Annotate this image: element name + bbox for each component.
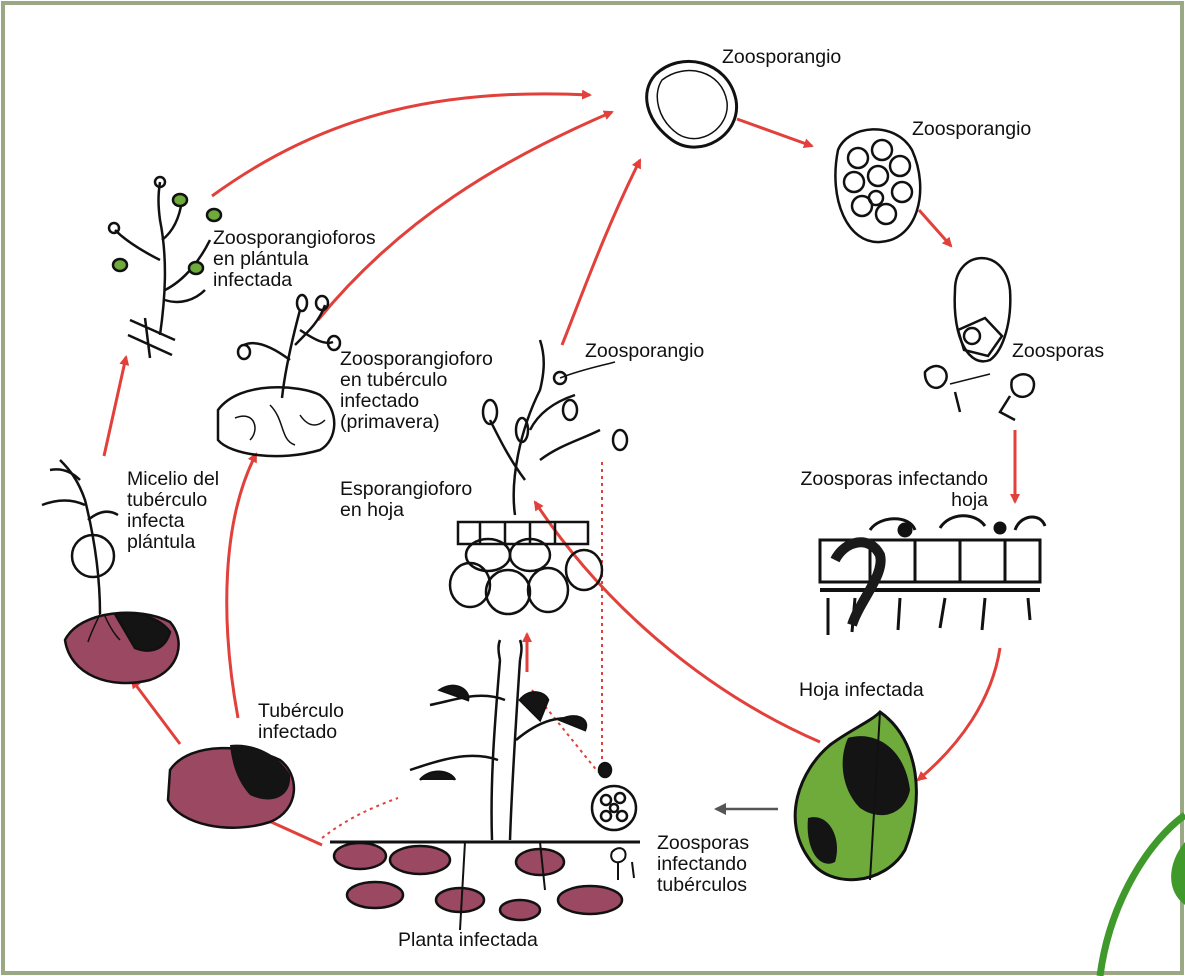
zoosporangio-release-drawing [923, 256, 1036, 422]
label-zoosporas: Zoosporas [1012, 340, 1105, 362]
corner-accent [1096, 812, 1185, 976]
arrow-zoosporangio2-to-release [917, 209, 953, 248]
dotted-links [321, 462, 603, 839]
label-zoosporangio-top: Zoosporangio [722, 46, 842, 68]
zoosporas-tuberculos-drawing [610, 847, 635, 880]
label-zoosporangioforos-plantula: Zoosporangioforos en plántula infectada [213, 227, 376, 291]
arrow-zoosporangio-to-zoosporangio2 [736, 117, 814, 148]
esporangioforo-hoja-drawing [448, 339, 629, 616]
arrow-tuberculo-to-micelio [130, 678, 182, 745]
arrow-micelio-to-plantula [102, 355, 130, 457]
arrow-leaf-to-esporangioforo [533, 500, 821, 744]
label-zoosporangio-right: Zoosporangio [912, 118, 1032, 140]
arrow-hoja-to-leaf [916, 647, 1002, 782]
zoosporangioforo-tuberculo-drawing [216, 293, 342, 458]
planta-infectada-drawing [330, 639, 640, 931]
arrow-esporangioforo-to-zoosporangio [560, 158, 642, 346]
arrow-plantula-to-zoosporangio [211, 89, 592, 198]
label-hoja-infectada: Hoja infectada [799, 679, 924, 701]
infected-leaf-drawing [793, 710, 918, 882]
label-micelio-tuberculo: Micelio del tubérculo infecta plántula [127, 468, 220, 553]
label-zoosporangio-mid: Zoosporangio [585, 340, 705, 362]
label-zoosporangioforo-tuberculo: Zoosporangioforo en tubérculo infectado … [340, 348, 493, 433]
arrow-tuberculo-to-tuberculo-primavera [225, 452, 258, 719]
label-tuberculo-infectado: Tubérculo infectado [258, 700, 344, 743]
label-zoosporas-infectando-tuberculos: Zoosporas infectando tubérculos [657, 832, 750, 896]
leaf-section-drawing [818, 514, 1047, 635]
label-esporangioforo-hoja: Esporangioforo en hoja [340, 478, 473, 521]
zoosporangio-right-drawing [834, 128, 922, 244]
zoosporangio-top-drawing [645, 59, 738, 149]
tuberculo-infectado-drawing [166, 744, 296, 829]
zoosporangioforos-plantula-drawing [107, 175, 223, 359]
label-zoosporas-infectando-hoja: Zoosporas infectando hoja [800, 468, 988, 511]
label-planta-infectada: Planta infectada [398, 929, 538, 951]
micelio-plantula-drawing [41, 459, 180, 685]
arrow-tuberculo-to-zoosporangio [316, 110, 614, 321]
